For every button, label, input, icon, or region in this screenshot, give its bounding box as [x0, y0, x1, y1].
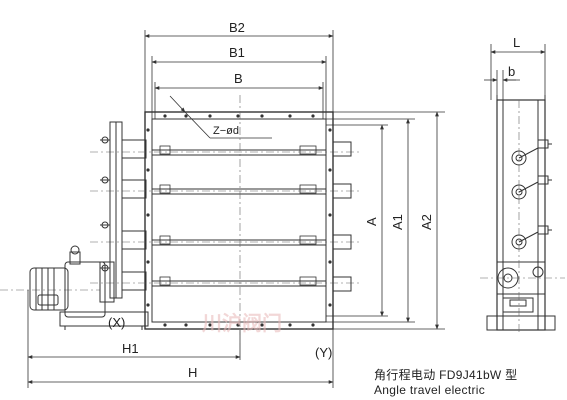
linkage	[100, 121, 147, 299]
dim-a1-label: A1	[390, 214, 405, 230]
side-dimensions	[484, 44, 546, 100]
dim-b-label: B	[234, 71, 243, 86]
watermark-logo: 川沪阀门	[201, 311, 282, 335]
dimensions	[27, 30, 445, 388]
dim-b2-label: B2	[229, 20, 245, 35]
dim-b1-label: B1	[229, 45, 245, 60]
dim-a-label: A	[364, 217, 379, 226]
caption-subtitle: Angle travel electric	[374, 383, 486, 397]
dim-l-label: L	[513, 35, 520, 50]
dim-h1-label: H1	[122, 341, 139, 356]
side-shafts	[511, 139, 552, 250]
caption-title: 角行程电动 FD9J41bW 型	[374, 368, 518, 382]
dim-h-label: H	[188, 365, 197, 380]
actuator	[29, 245, 149, 330]
front-view	[0, 95, 360, 330]
bolt-holes	[146, 114, 332, 327]
dim-a2-label: A2	[419, 214, 434, 230]
side-view	[480, 95, 565, 335]
inner-frame	[151, 118, 327, 323]
axis-y-label: (Y)	[315, 345, 332, 360]
outer-frame	[144, 111, 334, 330]
blades	[152, 149, 326, 287]
axis-x-label: (X)	[108, 315, 125, 330]
dim-small-b-label: b	[508, 64, 515, 79]
shaft-stubs-right	[332, 141, 352, 292]
holes-label: Z−ød	[213, 125, 239, 137]
